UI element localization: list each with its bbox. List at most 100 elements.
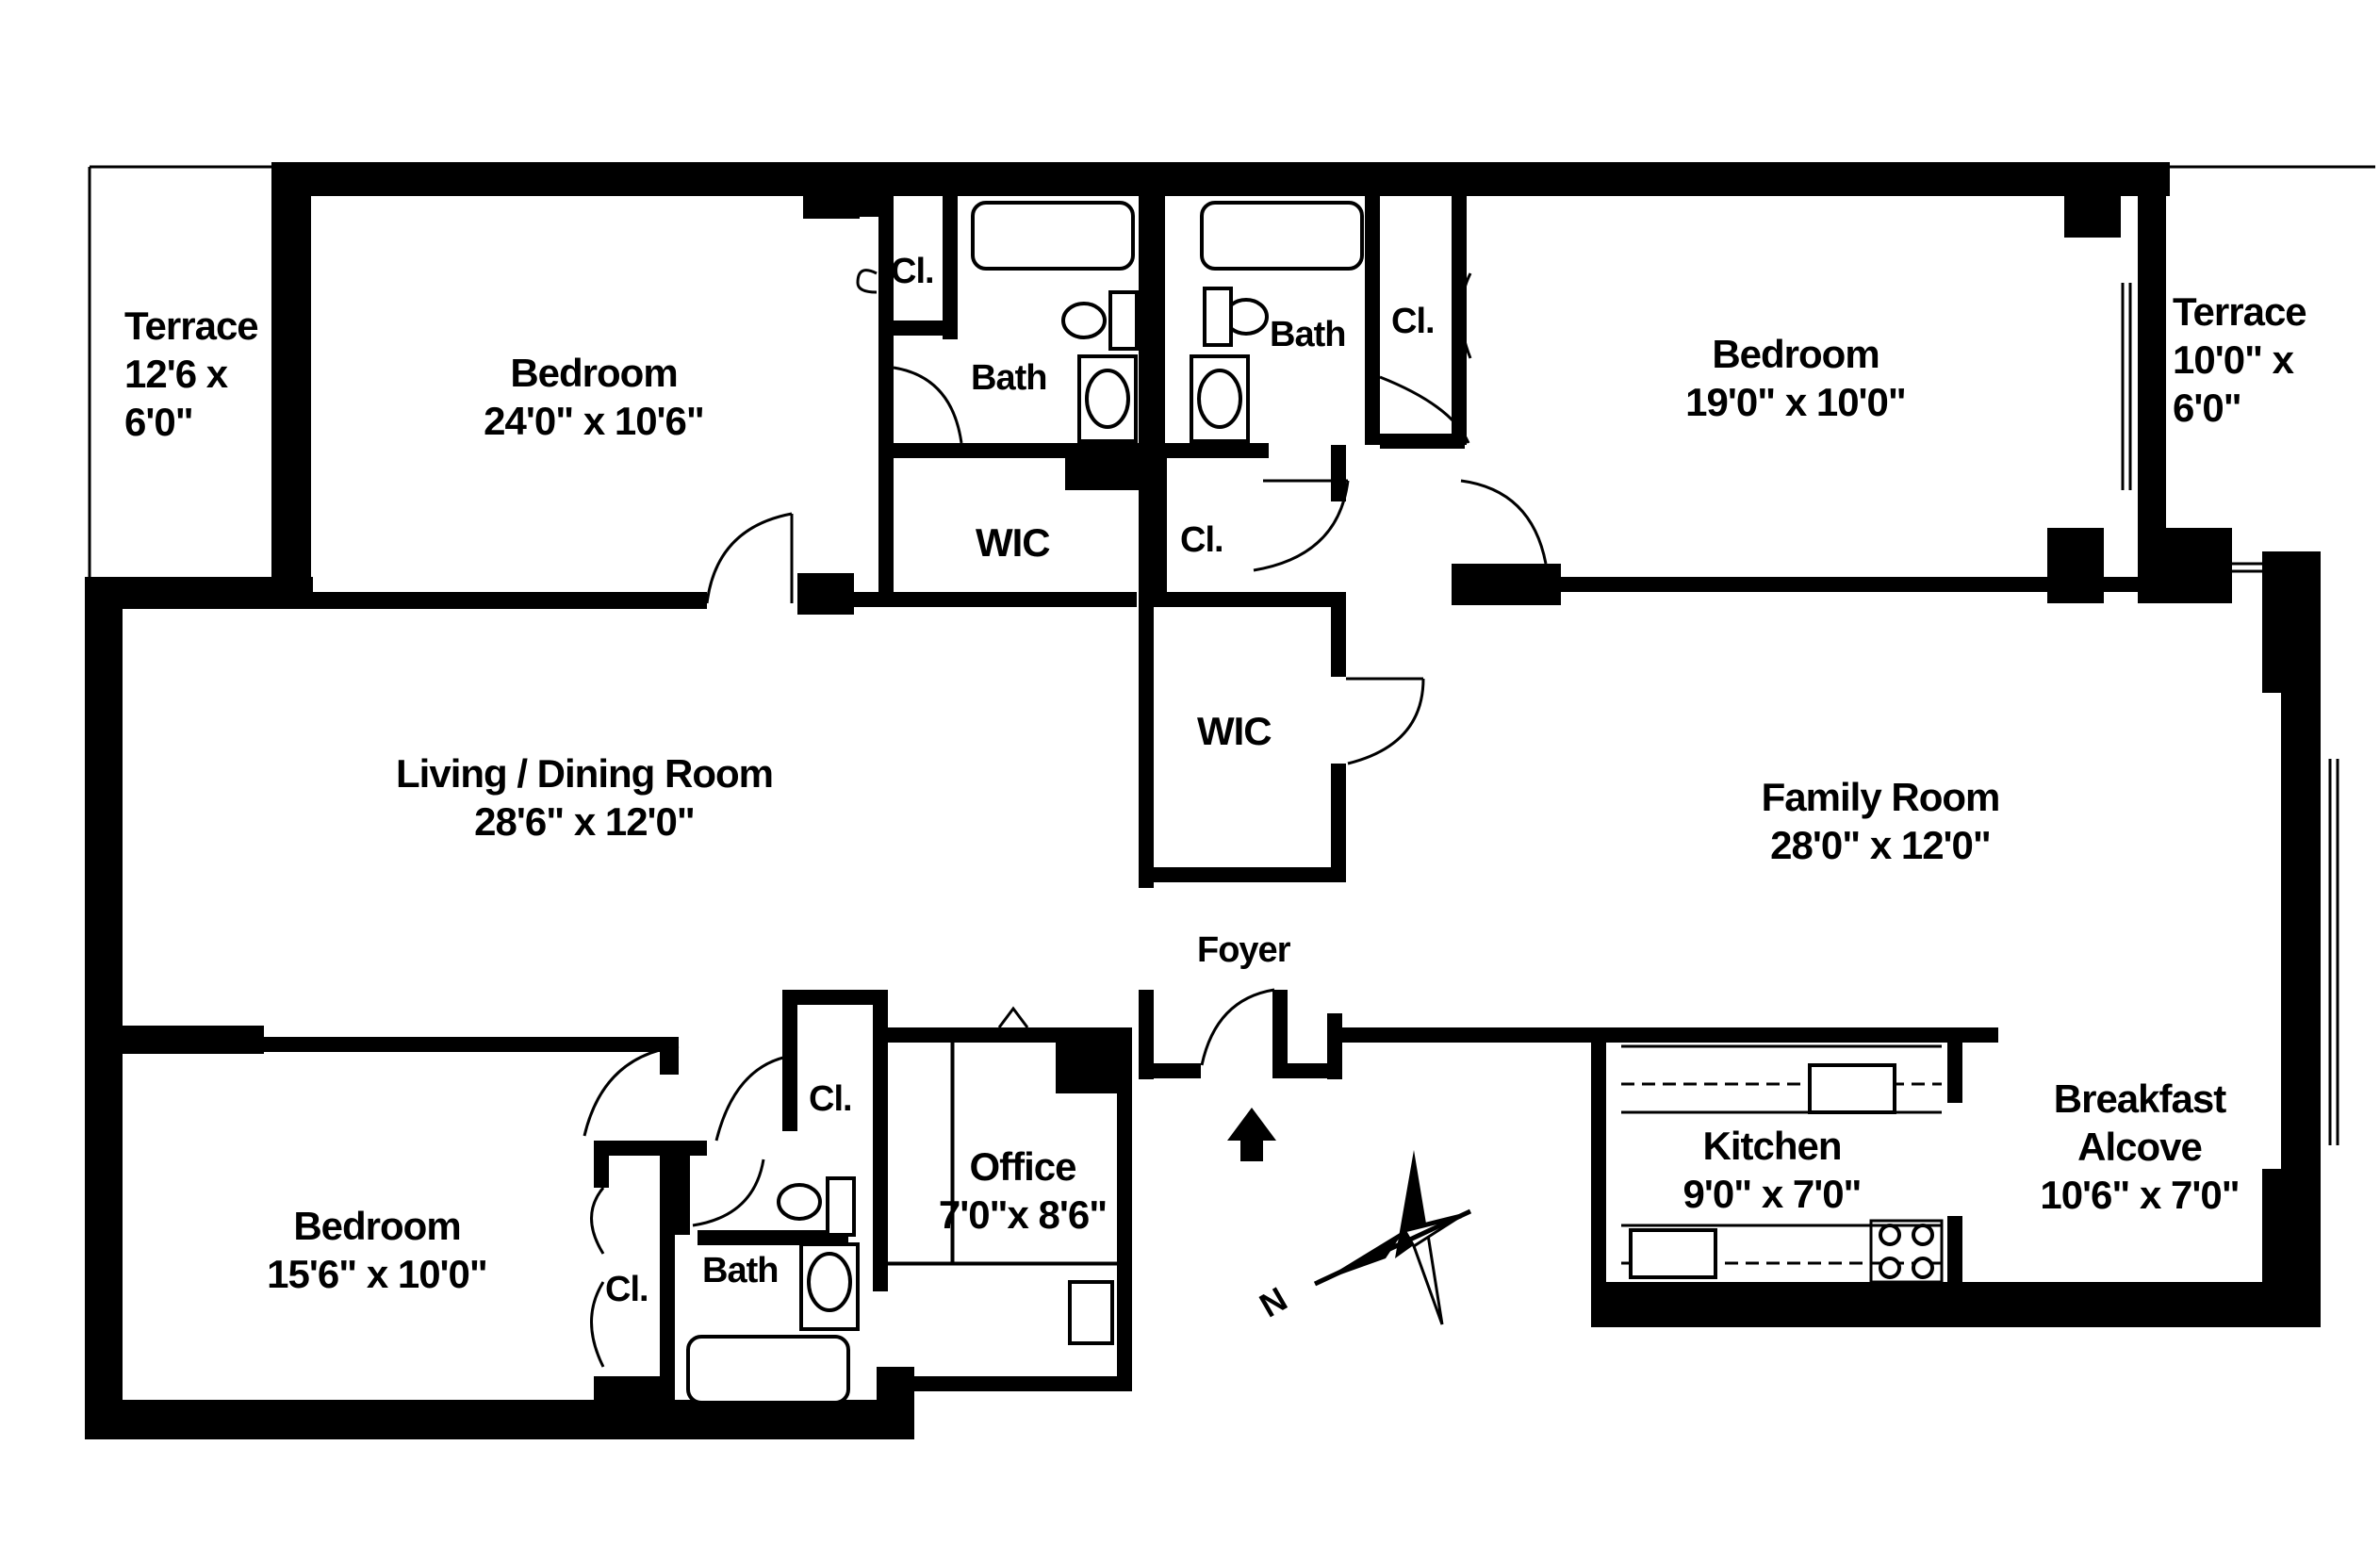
terrace-left-name: Terrace (124, 304, 259, 348)
bedroom-sw-north-wall (264, 1037, 679, 1052)
bath-north-left-block (1065, 443, 1141, 490)
living-dining-dim: 28'6" x 12'0" (474, 799, 696, 845)
bedroom-ne-dim: 19'0" x 10'0" (1685, 380, 1907, 425)
wic-center-north-wall (1154, 592, 1346, 607)
bath-north-right-label: Bath (1270, 313, 1346, 356)
office-dim: 7'0"x 8'6" (938, 1192, 1108, 1238)
wic-center-label: WIC (1197, 707, 1272, 755)
closet-south-label: Cl. (809, 1077, 853, 1121)
bedroom-sw-dim: 15'6" x 10'0" (267, 1252, 488, 1297)
bedroom-ne-corner-top (2064, 162, 2121, 238)
closet-sw-east (660, 1141, 675, 1405)
office-east-wall (1117, 1027, 1132, 1391)
bedroom-nw-dim: 24'0" x 10'6" (484, 399, 705, 444)
bedroom-nw-name: Bedroom (510, 351, 678, 395)
closet-nw-label: Cl. (891, 250, 935, 293)
office-name: Office (969, 1144, 1076, 1189)
kitchen-label: Kitchen 9'0" x 7'0" (1678, 1122, 1866, 1218)
south-wall-office (877, 1376, 1131, 1391)
terrace-right-wall (2138, 162, 2166, 596)
terrace-left-dim-1: 12'6 x (124, 352, 228, 397)
living-dining-label: Living / Dining Room 28'6" x 12'0" (386, 749, 782, 846)
bedroom-sw-north-stub (660, 1037, 679, 1075)
bedroom-nw-label: Bedroom 24'0" x 10'6" (452, 349, 735, 445)
wic-center-name: WIC (1197, 709, 1272, 753)
foyer-east-stub (1327, 1013, 1342, 1079)
bath-north-right-name: Bath (1270, 315, 1346, 354)
kitchen-counters (1621, 1044, 1944, 1284)
north-wall (275, 162, 2170, 196)
kitchen-dim: 9'0" x 7'0" (1682, 1172, 1863, 1217)
breakfast-alcove-dim: 10'6" x 7'0" (2040, 1173, 2240, 1218)
foyer-name: Foyer (1197, 930, 1290, 970)
fixtures (686, 201, 1364, 1405)
bath-south-label: Bath (702, 1249, 779, 1292)
south-wall-west (85, 1400, 897, 1439)
bath-south-mid (698, 1230, 848, 1245)
closet-south-name: Cl. (809, 1079, 853, 1119)
terrace-right-name: Terrace (2173, 289, 2307, 334)
family-room-name: Family Room (1761, 775, 2001, 819)
closet-nw-east (943, 189, 958, 339)
closet-ne-bottom (1380, 434, 1465, 449)
closet-nw-bottom (894, 320, 958, 336)
closet-sw-label: Cl. (605, 1268, 649, 1311)
bath-south-name: Bath (702, 1251, 779, 1290)
terrace-right-label: Terrace 10'0" x 6'0" (2173, 288, 2307, 433)
bedroom-ne-name: Bedroom (1712, 332, 1879, 376)
kitchen-alcove-divider-top (1947, 1027, 1962, 1103)
breakfast-alcove-name-1: Breakfast (2053, 1076, 2226, 1121)
bath-north-left-label: Bath (971, 356, 1047, 400)
closet-north-center-name: Cl. (1180, 520, 1224, 560)
compass-rose-icon (1313, 1150, 1472, 1325)
closet-north-center-label: Cl. (1180, 518, 1224, 562)
kitchen-alcove-divider-bottom (1947, 1216, 1962, 1291)
bedroom-ne-south-left (1452, 564, 1561, 605)
bedroom-nw-east-wall (878, 162, 894, 445)
foyer-label: Foyer (1197, 928, 1290, 972)
closet-south-top (782, 990, 886, 1005)
terrace-left-label: Terrace 12'6 x 6'0" (124, 302, 259, 447)
foyer-door-jamb-right-h (1272, 1063, 1329, 1078)
foyer-door-jamb-left (1154, 1063, 1201, 1078)
bedroom-sw-name: Bedroom (293, 1204, 461, 1248)
terrace-right-dim-2: 6'0" (2173, 386, 2242, 431)
family-room-dim: 28'0" x 12'0" (1770, 823, 1992, 868)
bedroom-ne-south-wall (1546, 577, 2158, 592)
bath-north-right-bottom (1165, 443, 1269, 458)
bedroom-nw-south-wall (123, 592, 707, 609)
closet-sw-west-top (594, 1141, 609, 1188)
terrace-right-dim-1: 10'0" x (2173, 337, 2294, 383)
center-spine-wic (1139, 577, 1154, 888)
bath-south-west (675, 1150, 690, 1235)
office-label: Office 7'0"x 8'6" (924, 1142, 1122, 1239)
kitchen-name: Kitchen (1702, 1124, 1842, 1168)
bath-north-right-east (1365, 162, 1380, 445)
closet-north-center-east (1331, 445, 1346, 501)
family-room-label: Family Room 28'0" x 12'0" (1725, 773, 2036, 869)
closet-nw-name: Cl. (891, 252, 935, 291)
kitchen-west-wall (1591, 1027, 1606, 1327)
north-block-bottom-left (854, 592, 1137, 607)
bath-north-left-name: Bath (971, 358, 1047, 398)
office-east-stub (1139, 990, 1154, 1079)
bedroom-ne-label: Bedroom 19'0" x 10'0" (1659, 330, 1932, 426)
breakfast-alcove-label: Breakfast Alcove 10'6" x 7'0" (2027, 1075, 2253, 1220)
bedroom-sw-label: Bedroom 15'6" x 10'0" (254, 1202, 500, 1298)
closet-ne-east (1452, 162, 1467, 445)
foyer-south-wall (1338, 1027, 1998, 1043)
wic-center-east-top (1331, 592, 1346, 677)
closet-ne-name: Cl. (1391, 302, 1436, 341)
closet-south-west (782, 990, 797, 1131)
terrace-left-wall (271, 162, 311, 605)
breakfast-alcove-name-2: Alcove (2077, 1125, 2203, 1170)
bedroom-nw-east-lower (878, 434, 894, 603)
east-wall-corner-top (2262, 551, 2321, 693)
terrace-left-dim-2: 6'0" (124, 400, 194, 445)
windows (102, 269, 2339, 1348)
closet-sw-name: Cl. (605, 1270, 649, 1309)
foyer-door-jamb-right-v (1272, 990, 1288, 1065)
doors (583, 269, 1548, 1368)
closet-south-east (873, 990, 888, 1291)
